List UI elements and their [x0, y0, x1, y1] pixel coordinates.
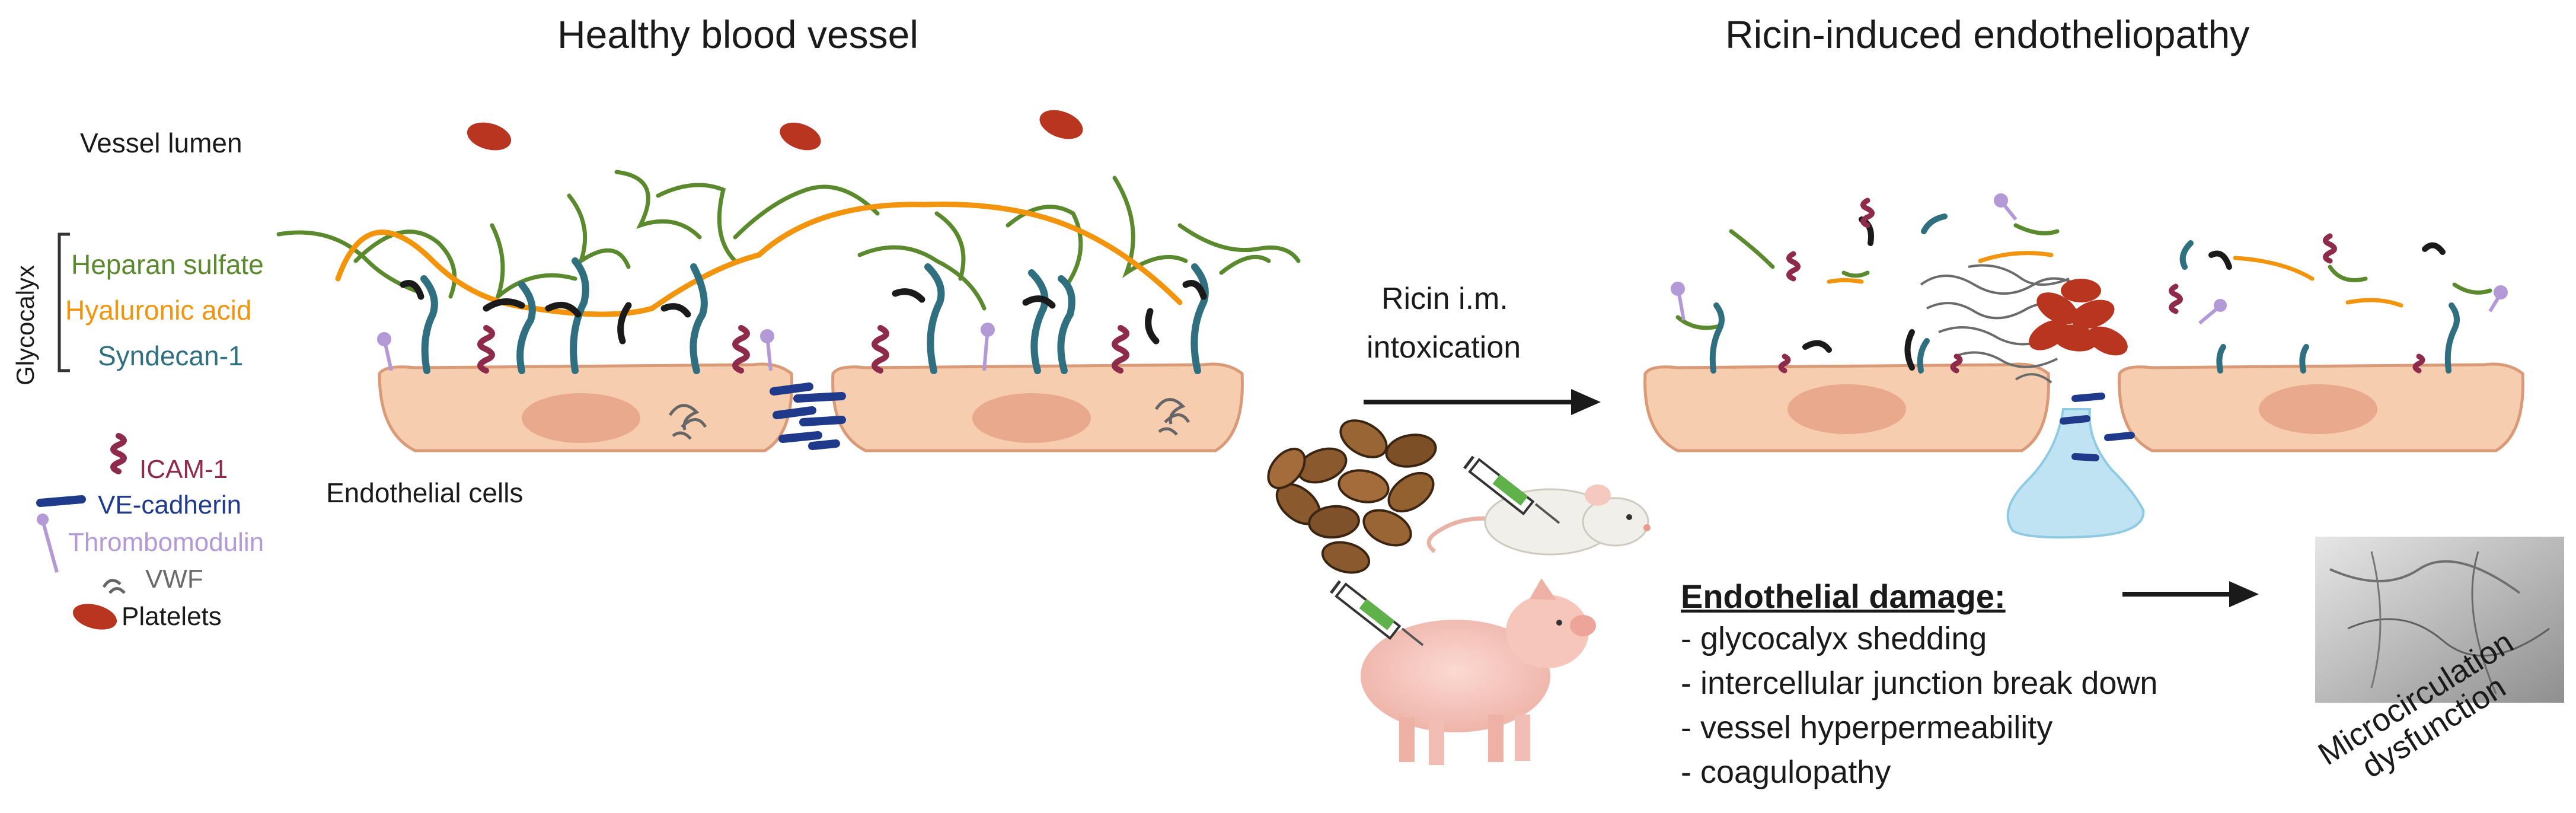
- damage-item: - intercellular junction break down: [1681, 665, 2158, 701]
- damage-heading: Endothelial damage:: [1681, 578, 2006, 615]
- platelet-icon: [72, 604, 117, 630]
- ricin-label-line2: intoxication: [1367, 330, 1521, 365]
- shed-thrombomodulin: [1671, 193, 2508, 325]
- damage-arrow: [2122, 581, 2259, 607]
- microscopy-image: [2315, 537, 2564, 703]
- damage-item: - vessel hyperpermeability: [1681, 710, 2053, 745]
- icam-icon: [110, 433, 127, 474]
- remaining-icam: [1778, 197, 2425, 374]
- shed-glycocalyx-fragments: [1675, 213, 2492, 330]
- mouse-icon: [1426, 484, 1651, 556]
- legend-vwf-label: VWF: [145, 565, 203, 594]
- legend-ve-cadherin-label: VE-cadherin: [98, 490, 242, 519]
- nucleus: [972, 393, 1091, 443]
- syringe-mouse-icon: [1463, 455, 1560, 524]
- damage-item: - coagulopathy: [1681, 754, 1891, 790]
- damaged-endothelial-cell-left: [1643, 362, 2050, 452]
- vwf-icon: [102, 579, 126, 594]
- glycocalyx-black-chains: [400, 280, 1207, 345]
- syndecan-1-label: Syndecan-1: [98, 340, 244, 371]
- castor-beans: [1267, 419, 1437, 574]
- glycocalyx-label: Glycocalyx: [11, 264, 39, 385]
- legend-thrombomodulin-label: Thrombomodulin: [68, 528, 264, 557]
- vessel-lumen-label: Vessel lumen: [80, 127, 242, 158]
- syringe-pig-icon: [1330, 580, 1424, 646]
- heparan-sulfate-label: Heparan sulfate: [71, 249, 264, 280]
- hyaluronic-acid-label: Hyaluronic acid: [65, 295, 252, 326]
- plasma-leak: [2006, 408, 2145, 539]
- title-healthy: Healthy blood vessel: [557, 12, 919, 56]
- syndecan-1-stalks: [420, 257, 1209, 374]
- broken-ve-cadherin: [2060, 393, 2135, 461]
- hyaluronic-acid-strand: [335, 201, 1183, 317]
- legend-icam-label: ICAM-1: [139, 455, 228, 484]
- damaged-endothelial-cell-right: [2118, 362, 2524, 452]
- icam-1-proteins: [477, 325, 1129, 374]
- ricin-label-line1: Ricin i.m.: [1381, 282, 1508, 316]
- thrombomodulin-proteins: [377, 323, 995, 371]
- legend-icons: [36, 433, 127, 630]
- remaining-syndecan: [1709, 302, 2460, 374]
- vwf-granule: [668, 404, 707, 440]
- ve-cadherin-junction: [770, 382, 846, 450]
- pig-icon: [1361, 578, 1596, 765]
- healthy-vessel: [276, 110, 1301, 452]
- thrombomodulin-icon: [37, 514, 59, 573]
- glycocalyx-bracket: [58, 232, 70, 372]
- ve-cadherin-icon: [36, 495, 86, 507]
- endothelial-cells-label: Endothelial cells: [326, 477, 524, 508]
- endothelial-cell-right: [831, 362, 1244, 452]
- platelet-aggregate: [2029, 279, 2128, 356]
- vwf-granule: [1154, 398, 1190, 436]
- platelets-healthy: [467, 110, 1083, 151]
- legend-platelets-label: Platelets: [122, 602, 222, 631]
- damage-item: - glycocalyx shedding: [1681, 621, 1987, 656]
- ricin-arrow: [1364, 389, 1601, 415]
- endothelial-cell-left: [378, 362, 793, 452]
- nucleus: [522, 393, 640, 443]
- ricin-vessel: [1643, 193, 2524, 539]
- title-ricin: Ricin-induced endotheliopathy: [1725, 12, 2250, 56]
